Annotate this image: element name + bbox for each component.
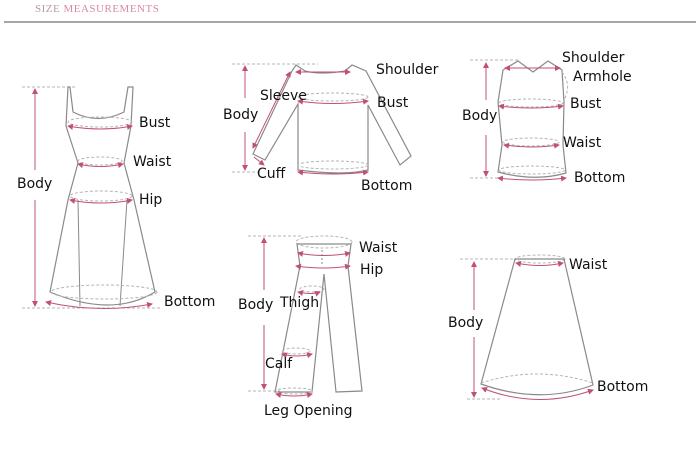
vest-shoulder-label: Shoulder [562, 50, 625, 66]
dress-bottom-label: Bottom [164, 294, 216, 310]
dress-hip-label: Hip [139, 192, 163, 208]
dress-diagram [22, 86, 160, 310]
top-shoulder-label: Shoulder [376, 62, 439, 78]
vest-bust-label: Bust [570, 96, 602, 112]
pants-leg-opening-label: Leg Opening [264, 403, 353, 419]
vest-diagram [470, 59, 568, 182]
vest-waist-label: Waist [563, 135, 602, 151]
top-body-label: Body [223, 107, 259, 123]
vest-armhole-label: Armhole [573, 69, 632, 85]
vest-bottom-label: Bottom [574, 170, 626, 186]
top-cuff-label: Cuff [257, 166, 286, 182]
pants-body-label: Body [238, 297, 274, 313]
skirt-bottom-label: Bottom [597, 379, 649, 395]
dress-body-label: Body [17, 176, 53, 192]
pants-diagram [248, 235, 363, 399]
header-divider [4, 21, 696, 23]
top-bottom-label: Bottom [361, 178, 413, 194]
pants-hip-label: Hip [360, 262, 384, 278]
page-title: SIZE MEASUREMENTS [35, 3, 160, 15]
dress-waist-label: Waist [133, 154, 172, 170]
vest-body-label: Body [462, 108, 498, 124]
pants-thigh-label: Thigh [280, 295, 320, 311]
pants-waist-label: Waist [359, 240, 398, 256]
skirt-body-label: Body [448, 315, 484, 331]
top-bust-label: Bust [377, 95, 409, 111]
top-sleeve-label: Sleeve [260, 88, 307, 104]
long-sleeve-top-diagram [232, 63, 412, 176]
skirt-waist-label: Waist [569, 257, 608, 273]
pants-calf-label: Calf [265, 356, 293, 372]
header: SIZE MEASUREMENTS [0, 0, 700, 30]
dress-bust-label: Bust [139, 115, 171, 131]
skirt-diagram [460, 254, 594, 401]
